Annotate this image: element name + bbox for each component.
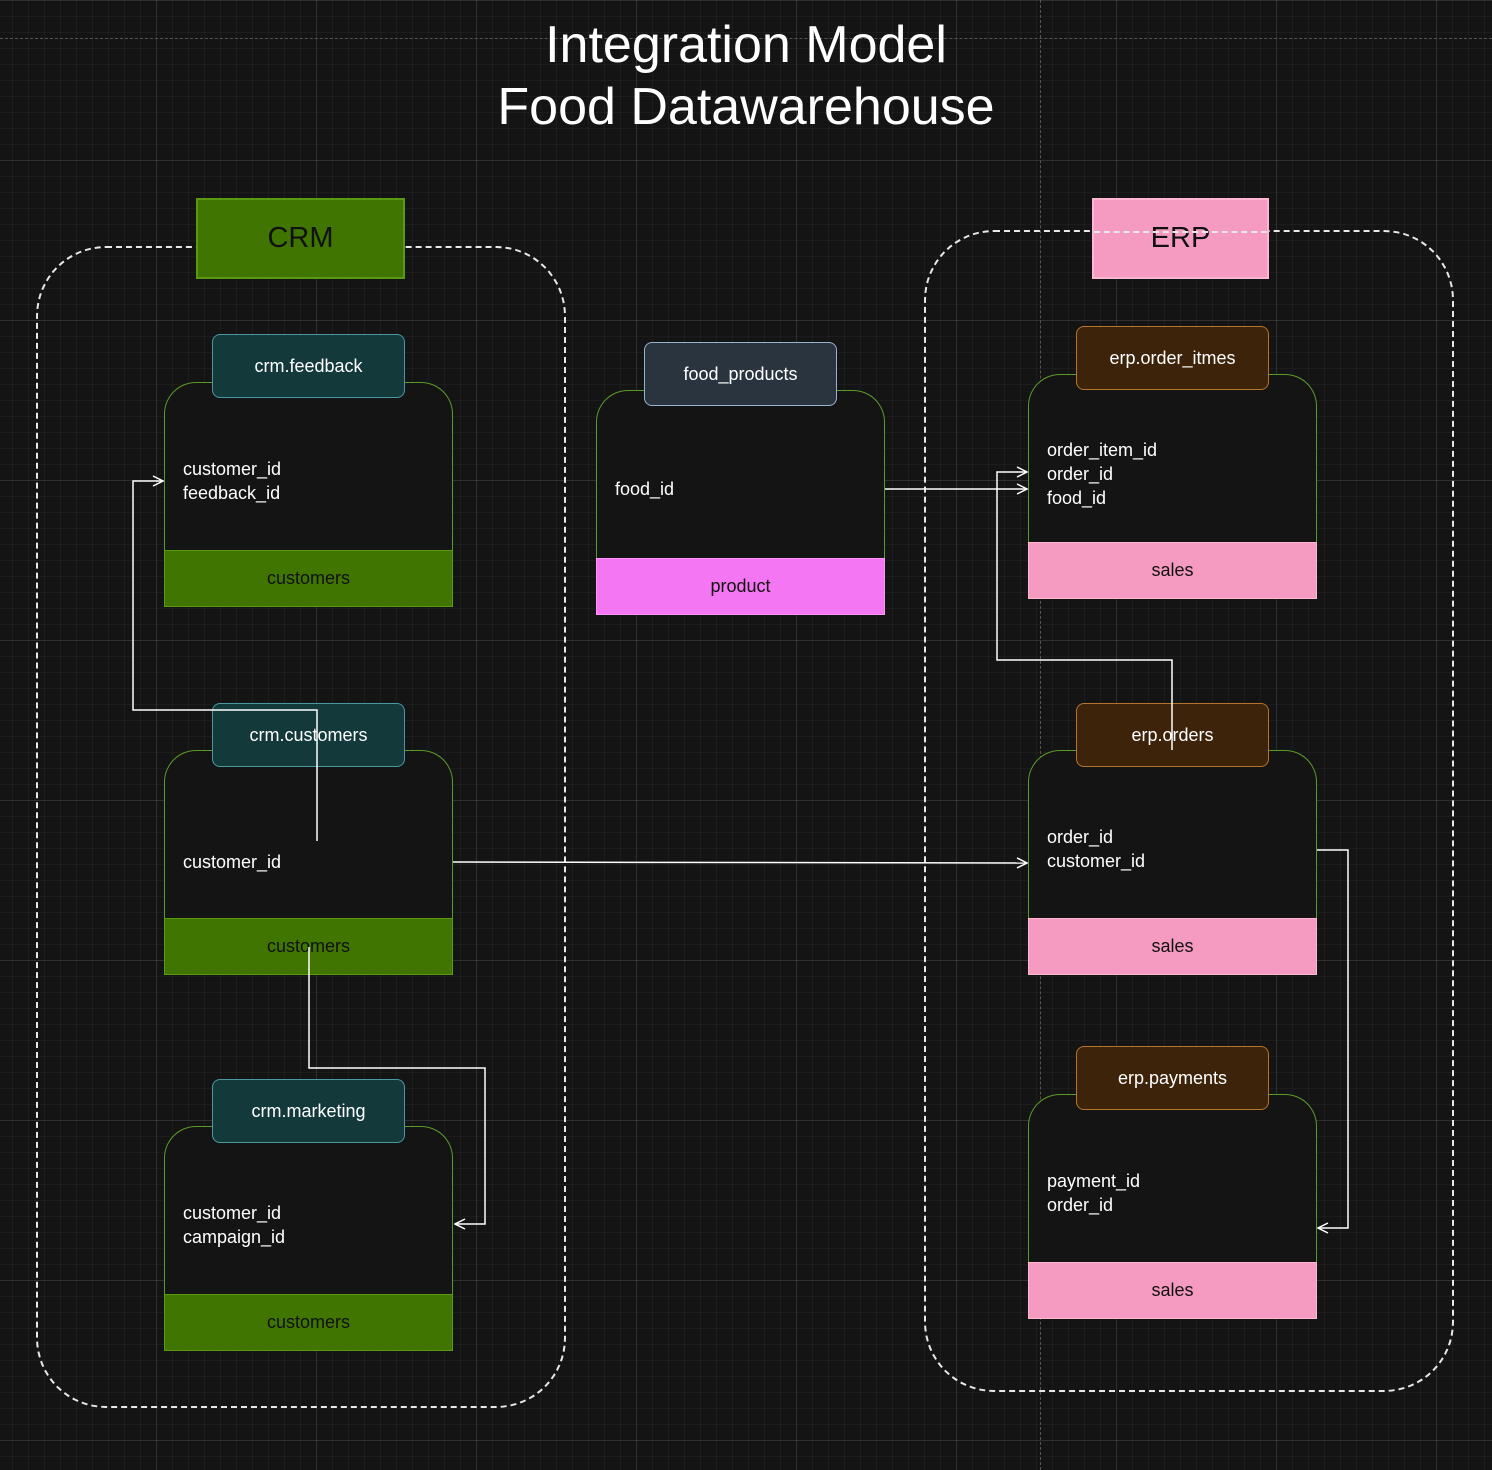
crm-feedback-fields: customer_id feedback_id (183, 457, 281, 505)
field-customer-id: customer_id (183, 852, 282, 872)
field-food-id: food_id (1047, 488, 1107, 508)
field-order-item-id: order_item_id (1047, 440, 1158, 460)
crm-customers-source-label: customers (266, 936, 351, 956)
field-order-id: order_id (1047, 1195, 1114, 1215)
food-products-source: product (596, 558, 885, 615)
title-line-2: Food Datawarehouse (497, 78, 995, 136)
erp-order-items-source-label: sales (1151, 560, 1194, 580)
erp-orders-source: sales (1028, 918, 1317, 975)
field-customer-id: customer_id (1047, 851, 1146, 871)
food-products-source-label: product (710, 576, 771, 596)
erp-order-items-header[interactable]: erp.order_itmes (1076, 326, 1269, 390)
field-customer-id: customer_id (183, 1203, 282, 1223)
erp-payments-source: sales (1028, 1262, 1317, 1319)
erp-payments-title: erp.payments (1117, 1067, 1228, 1088)
crm-feedback-source: customers (164, 550, 453, 607)
erp-payments-source-label: sales (1151, 1280, 1194, 1300)
food-products-header[interactable]: food_products (644, 342, 837, 406)
crm-marketing-source: customers (164, 1294, 453, 1351)
crm-feedback-source-label: customers (266, 568, 351, 588)
erp-orders-source-label: sales (1151, 936, 1194, 956)
field-order-id: order_id (1047, 827, 1114, 847)
crm-group-label[interactable]: CRM (196, 198, 405, 279)
horizontal-guide-line (0, 38, 1492, 39)
field-order-id: order_id (1047, 464, 1114, 484)
crm-marketing-source-label: customers (266, 1312, 351, 1332)
field-payment-id: payment_id (1047, 1171, 1141, 1191)
crm-feedback-title: crm.feedback (254, 355, 363, 376)
crm-marketing-header[interactable]: crm.marketing (212, 1079, 405, 1143)
field-feedback-id: feedback_id (183, 483, 281, 503)
food-products-table[interactable] (596, 390, 885, 558)
crm-marketing-title: crm.marketing (251, 1100, 366, 1121)
erp-orders-title: erp.orders (1131, 724, 1214, 745)
field-food-id: food_id (615, 479, 675, 499)
erp-group-border-overlay (1094, 231, 1267, 233)
crm-feedback-header[interactable]: crm.feedback (212, 334, 405, 398)
field-campaign-id: campaign_id (183, 1227, 286, 1247)
title-line-1: Integration Model (545, 16, 947, 74)
field-customer-id: customer_id (183, 459, 282, 479)
crm-customers-fields: customer_id (183, 850, 281, 874)
erp-order-items-fields: order_item_id order_id food_id (1047, 438, 1157, 510)
crm-group-label-text: CRM (267, 222, 334, 254)
erp-payments-header[interactable]: erp.payments (1076, 1046, 1269, 1110)
food-products-title: food_products (683, 363, 798, 384)
crm-customers-title: crm.customers (249, 724, 368, 745)
erp-payments-table[interactable] (1028, 1094, 1317, 1262)
food-products-fields: food_id (615, 477, 674, 501)
diagram-title: Integration Model Food Datawarehouse (0, 14, 1492, 138)
erp-order-items-title: erp.order_itmes (1109, 347, 1236, 368)
crm-marketing-fields: customer_id campaign_id (183, 1201, 285, 1249)
erp-group-label[interactable]: ERP (1092, 198, 1269, 279)
crm-customers-table[interactable] (164, 750, 453, 918)
crm-customers-header[interactable]: crm.customers (212, 703, 405, 767)
erp-group-label-text: ERP (1150, 222, 1211, 254)
erp-order-items-source: sales (1028, 542, 1317, 599)
erp-orders-fields: order_id customer_id (1047, 825, 1145, 873)
crm-customers-source: customers (164, 918, 453, 975)
erp-payments-fields: payment_id order_id (1047, 1169, 1140, 1217)
erp-orders-header[interactable]: erp.orders (1076, 703, 1269, 767)
erp-orders-table[interactable] (1028, 750, 1317, 918)
